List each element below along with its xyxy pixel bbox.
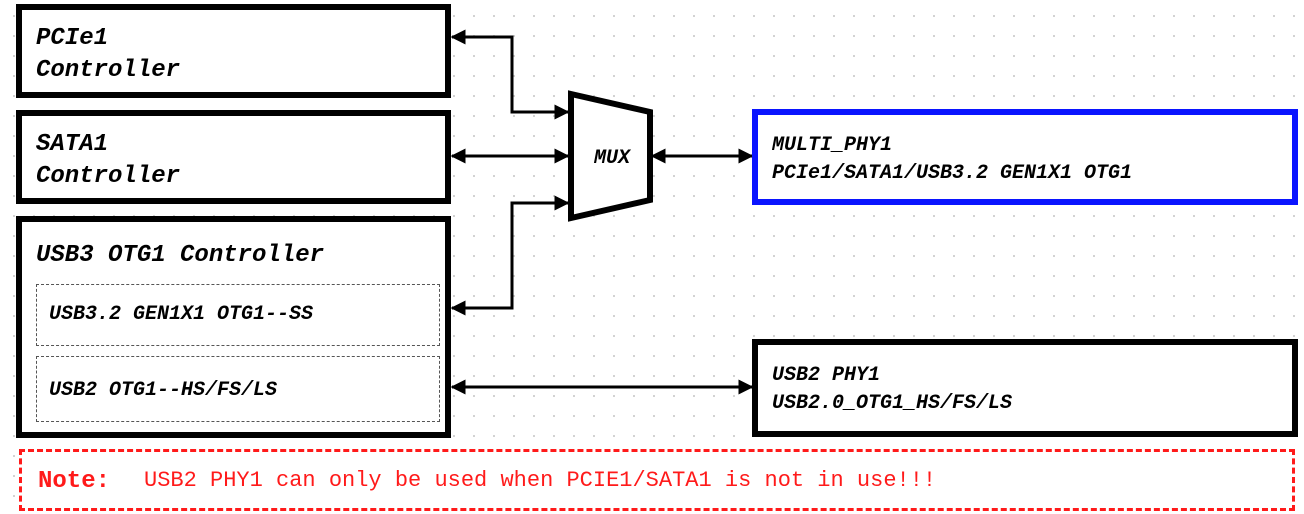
- mux-label: MUX: [593, 147, 632, 170]
- usb2-phy1-desc: USB2.0_OTG1_HS/FS/LS: [772, 392, 1013, 415]
- usb3-otg1-controller-block: USB3 OTG1 Controller USB3.2 GEN1X1 OTG1-…: [16, 216, 451, 438]
- note-label: Note:: [38, 468, 111, 495]
- pcie1-subtitle: Controller: [36, 57, 181, 84]
- note-box: Note: USB2 PHY1 can only be used when PC…: [19, 449, 1295, 511]
- pcie1-title: PCIe1: [36, 25, 109, 52]
- multi-phy1-block: MULTI_PHY1 PCIe1/SATA1/USB3.2 GEN1X1 OTG…: [752, 109, 1298, 205]
- multi-phy1-title: MULTI_PHY1: [772, 134, 893, 157]
- usb3-controller-title: USB3 OTG1 Controller: [36, 242, 325, 269]
- usb2-otg-port-label: USB2 OTG1--HS/FS/LS: [49, 379, 278, 402]
- usb3-ss-port-label: USB3.2 GEN1X1 OTG1--SS: [49, 303, 314, 326]
- sata1-controller-block: SATA1 Controller: [16, 110, 451, 204]
- usb2-phy1-title: USB2 PHY1: [772, 364, 881, 387]
- multi-phy1-desc: PCIe1/SATA1/USB3.2 GEN1X1 OTG1: [772, 162, 1133, 185]
- note-text: USB2 PHY1 can only be used when PCIE1/SA…: [144, 468, 937, 493]
- usb2-phy1-block: USB2 PHY1 USB2.0_OTG1_HS/FS/LS: [752, 339, 1298, 437]
- sata1-title: SATA1: [36, 131, 109, 158]
- mux-shape: [568, 90, 653, 222]
- sata1-subtitle: Controller: [36, 163, 181, 190]
- usb2-otg-port: USB2 OTG1--HS/FS/LS: [36, 356, 440, 422]
- pcie1-mux-link: [450, 29, 570, 120]
- pcie1-controller-block: PCIe1 Controller: [16, 4, 451, 98]
- usb3-ss-port: USB3.2 GEN1X1 OTG1--SS: [36, 284, 440, 346]
- usb3-mux-link: [450, 195, 570, 316]
